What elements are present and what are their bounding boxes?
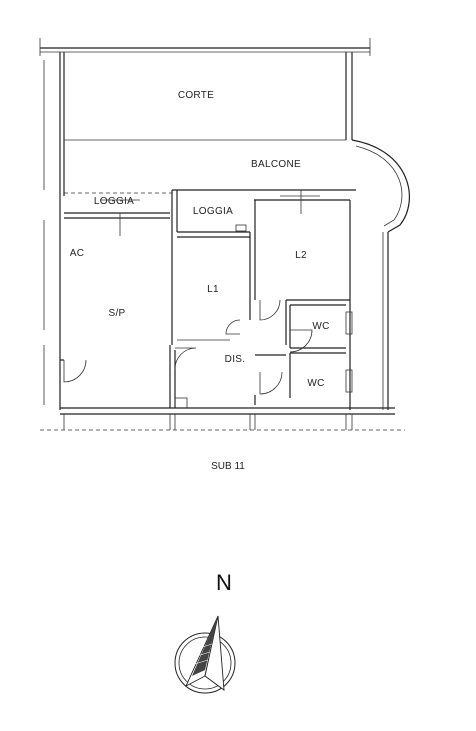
north-arrow-icon — [185, 615, 225, 691]
label-ac: AC — [70, 248, 85, 259]
corte-boundary — [39, 38, 371, 410]
label-wc-bottom: WC — [307, 378, 324, 389]
sub-label: SUB 11 — [211, 461, 245, 472]
label-l1: L1 — [207, 284, 219, 295]
bottom-slab — [40, 407, 405, 431]
compass-rose-icon — [174, 632, 236, 694]
loggia-band — [64, 189, 356, 345]
label-balcone: BALCONE — [251, 159, 301, 170]
label-wc-top: WC — [312, 321, 329, 332]
inner-walls — [60, 200, 353, 410]
label-l2: L2 — [295, 250, 307, 261]
label-corte: CORTE — [178, 90, 214, 101]
north-label: N — [216, 570, 232, 595]
balcone-bay — [351, 139, 410, 410]
label-loggia-left: LOGGIA — [94, 196, 134, 207]
label-loggia-right: LOGGIA — [193, 206, 233, 217]
label-dis: DIS. — [225, 354, 246, 365]
label-sp: S/P — [108, 308, 125, 319]
doors — [63, 190, 320, 395]
